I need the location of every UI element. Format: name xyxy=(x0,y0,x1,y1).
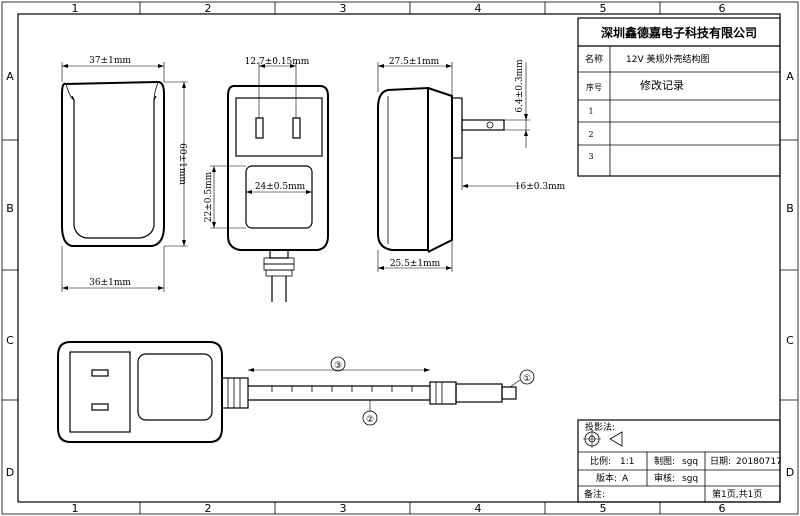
front-top-dim: 37±1mm xyxy=(89,56,131,66)
revision-label: 修改记录 xyxy=(640,78,684,92)
side-pin-dim: 6.4±0.3mm xyxy=(515,59,525,113)
projection-label: 投影法: xyxy=(585,421,615,433)
review-value: sgq xyxy=(682,474,698,484)
date-label: 日期: xyxy=(710,456,731,467)
row-label-c: C xyxy=(6,334,14,347)
company-name: 深圳鑫德嘉电子科技有限公司 xyxy=(601,25,757,40)
col-label-6-bottom: 6 xyxy=(719,502,726,515)
row-label-b-right: B xyxy=(786,202,794,215)
back-height-dim: 22±0.5mm xyxy=(204,171,214,222)
back-dimensions xyxy=(210,62,312,229)
front-height-dim: 60±1mm xyxy=(177,143,187,185)
back-inner-dim: 24±0.5mm xyxy=(255,182,306,192)
sheet-value: 第1页,共1页 xyxy=(712,488,762,500)
seq-label: 序号 xyxy=(586,82,602,92)
title-block xyxy=(577,17,781,177)
col-label-1-bottom: 1 xyxy=(72,502,79,515)
callout-2-marker xyxy=(362,410,378,426)
side-dimensions xyxy=(377,62,530,272)
row-label-d-right: D xyxy=(786,466,794,479)
scale-value: 1:1 xyxy=(620,457,634,467)
version-value: A xyxy=(622,474,629,484)
rev-row-2: 2 xyxy=(588,130,593,139)
callout-1-marker xyxy=(519,369,535,385)
callout-2: ② xyxy=(366,415,374,425)
col-label-3-bottom: 3 xyxy=(340,502,347,515)
made-value: sgq xyxy=(682,457,698,467)
callout-3: ③ xyxy=(334,361,342,371)
note-label: 备注: xyxy=(584,488,605,500)
front-dimensions xyxy=(61,62,188,292)
review-label: 审核: xyxy=(654,472,675,484)
row-label-a: A xyxy=(6,70,14,83)
side-top-dim: 27.5±1mm xyxy=(389,57,440,67)
col-label-5: 5 xyxy=(600,2,607,15)
callout-1: ① xyxy=(523,374,531,384)
assembly-dimensions xyxy=(248,368,521,412)
bottom-block xyxy=(577,419,781,503)
name-label: 名称 xyxy=(585,53,603,65)
row-label-c-right: C xyxy=(786,334,794,347)
row-label-d: D xyxy=(6,466,14,479)
col-label-6: 6 xyxy=(719,2,726,15)
side-view xyxy=(377,86,505,253)
col-label-1: 1 xyxy=(72,2,79,15)
rev-row-3: 3 xyxy=(588,152,593,161)
col-label-3: 3 xyxy=(340,2,347,15)
row-label-a-right: A xyxy=(786,70,794,83)
col-label-4-bottom: 4 xyxy=(475,502,482,515)
version-label: 版本: xyxy=(596,472,617,484)
assembly-view xyxy=(57,341,517,443)
back-top-dim: 12.7±0.15mm xyxy=(245,57,310,67)
made-label: 制图: xyxy=(654,455,675,467)
side-bottom-dim: 25.5±1mm xyxy=(390,259,441,269)
col-label-4: 4 xyxy=(475,2,482,15)
back-view xyxy=(227,85,329,302)
date-value: 20180717 xyxy=(736,457,782,467)
col-label-5-bottom: 5 xyxy=(600,502,607,515)
side-right-dim: 16±0.3mm xyxy=(515,182,566,192)
row-label-b: B xyxy=(6,202,14,215)
name-value: 12V 美规外壳结构图 xyxy=(626,53,709,65)
callout-3-marker xyxy=(330,356,346,372)
front-view xyxy=(61,80,165,247)
inner-border xyxy=(17,13,781,503)
projection-symbol-icon xyxy=(583,430,623,448)
col-label-2: 2 xyxy=(205,2,212,15)
col-label-2-bottom: 2 xyxy=(205,502,212,515)
front-bottom-dim: 36±1mm xyxy=(89,278,131,288)
scale-label: 比例: xyxy=(590,455,611,467)
rev-row-1: 1 xyxy=(588,107,593,116)
